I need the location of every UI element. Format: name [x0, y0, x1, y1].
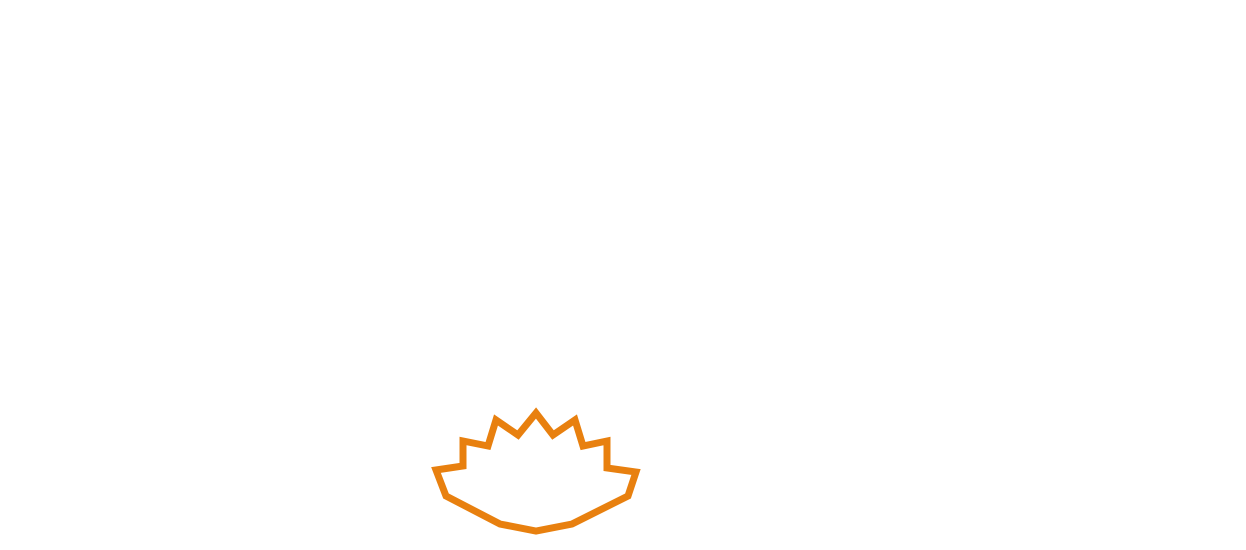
crown-outline-shape	[431, 407, 641, 535]
crown-outline-icon	[420, 398, 652, 546]
crown-outline-svg	[431, 407, 641, 535]
